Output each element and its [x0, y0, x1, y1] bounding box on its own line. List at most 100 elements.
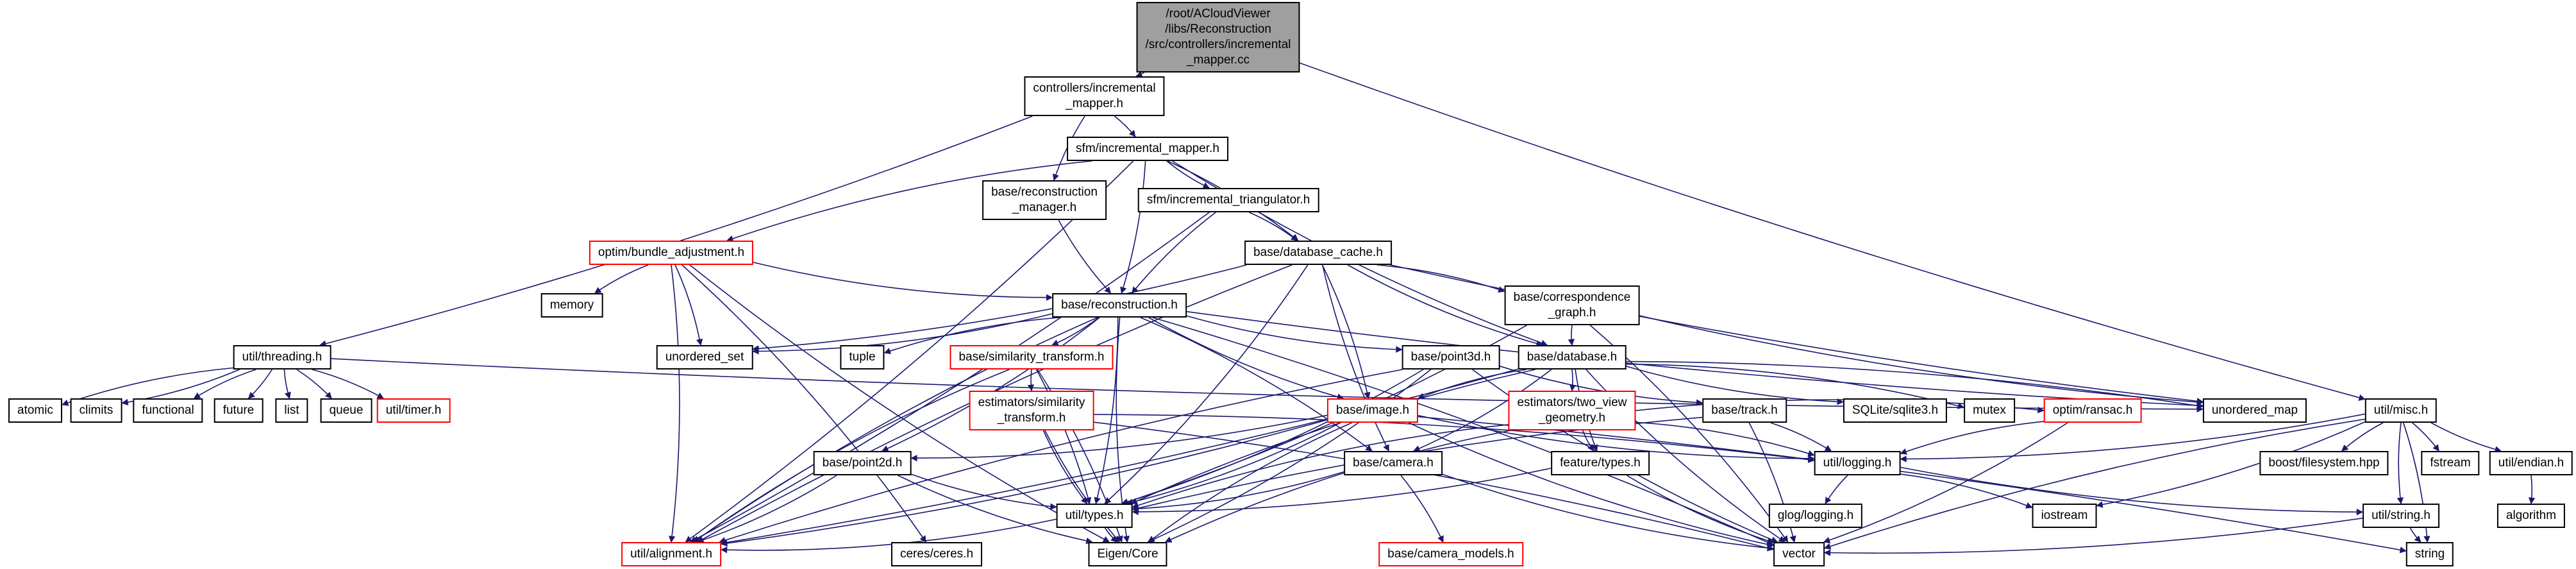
graph-node-ctrl_inc_mapper[interactable]: controllers/incremental _mapper.h [1024, 76, 1165, 116]
node-label-line: estimators/similarity [978, 396, 1085, 409]
graph-node-logging[interactable]: util/logging.h [1814, 451, 1901, 475]
node-label-line: base/track.h [1711, 403, 1778, 417]
include-edge-sim_transform-to-alignment [692, 369, 1010, 543]
include-edge-image-to-vector [1409, 422, 1775, 548]
node-label-line: future [222, 403, 255, 417]
include-edge-point3d-to-eigen [1147, 369, 1432, 543]
graph-node-image[interactable]: base/image.h [1326, 398, 1419, 423]
include-edge-database-to-image [1418, 369, 1526, 400]
node-label-line: _mapper.h [1066, 97, 1123, 110]
include-edge-logging-to-glog [1825, 475, 1848, 504]
node-label-line: optim/bundle_adjustment.h [598, 246, 745, 259]
graph-node-functional: functional [133, 398, 203, 423]
graph-node-sqlite3[interactable]: SQLite/sqlite3.h [1843, 398, 1948, 423]
node-label-line: util/threading.h [242, 350, 322, 364]
graph-node-point3d[interactable]: base/point3d.h [1401, 345, 1500, 369]
node-label: base/database_cache.h [1253, 245, 1383, 260]
graph-node-two_view_geom[interactable]: estimators/two_view_geometry.h [1508, 391, 1636, 430]
include-edge-database-to-unordered_map [1626, 361, 2204, 409]
node-label: /root/ACloudViewer/libs/Reconstruction/s… [1145, 6, 1291, 68]
include-edge-reconstruction-to-image [1148, 317, 1344, 400]
graph-node-reconstruction[interactable]: base/reconstruction.h [1052, 293, 1187, 318]
include-edge-db_cache-to-database [1347, 264, 1543, 347]
node-label: optim/ransac.h [2053, 403, 2133, 418]
graph-node-string_h[interactable]: util/string.h [2363, 504, 2439, 528]
graph-node-db_cache[interactable]: base/database_cache.h [1244, 241, 1392, 265]
graph-node-corr_graph[interactable]: base/correspondence_graph.h [1504, 285, 1640, 325]
include-edge-cc-to-ctrl_inc_mapper [1135, 71, 1145, 78]
node-label-line: _manager.h [1012, 201, 1077, 214]
include-edge-sfm_inc_tri-to-reconstruction [1132, 212, 1216, 294]
graph-node-track[interactable]: base/track.h [1702, 398, 1787, 423]
include-edge-reconstruction-to-sim_transform [1051, 317, 1100, 346]
node-label-line: util/types.h [1065, 509, 1124, 522]
graph-node-est_sim_transform[interactable]: estimators/similarity_transform.h [969, 391, 1094, 430]
include-edge-bundle_adj-to-ceres [682, 264, 926, 543]
include-edge-image-to-logging [1418, 414, 1815, 462]
node-label-line: string [2414, 547, 2445, 561]
node-label: future [223, 403, 255, 418]
graph-node-sfm_inc_tri[interactable]: sfm/incremental_triangulator.h [1137, 188, 1319, 212]
include-edge-est_sim_transform-to-eigen [1044, 430, 1120, 543]
include-edge-sim_transform-to-est_sim_transform [1027, 369, 1035, 392]
graph-node-misc[interactable]: util/misc.h [2364, 398, 2438, 423]
graph-node-threading[interactable]: util/threading.h [233, 345, 331, 369]
include-edge-threading-to-future [247, 369, 273, 399]
graph-node-endian[interactable]: util/endian.h [2489, 451, 2573, 475]
graph-node-ransac[interactable]: optim/ransac.h [2043, 398, 2142, 423]
graph-node-database[interactable]: base/database.h [1518, 345, 1627, 369]
graph-node-sfm_inc_mapper[interactable]: sfm/incremental_mapper.h [1067, 137, 1228, 161]
node-label-line: controllers/incremental [1033, 81, 1156, 95]
node-label-line: base/database_cache.h [1253, 246, 1383, 259]
graph-node-camera_models[interactable]: base/camera_models.h [1378, 542, 1523, 566]
node-label: iostream [2041, 508, 2088, 523]
node-label: algorithm [2506, 508, 2556, 523]
node-label: functional [142, 403, 194, 418]
node-label-line: optim/ransac.h [2052, 403, 2133, 417]
node-label: sfm/incremental_mapper.h [1076, 141, 1219, 157]
include-edge-cc-to-misc [1300, 62, 2366, 401]
include-edge-reconstruction-to-point3d [1186, 315, 1403, 353]
node-label-line: base/similarity_transform.h [958, 350, 1105, 364]
include-edge-point3d-to-types [1121, 369, 1424, 505]
node-label-line: util/endian.h [2498, 456, 2564, 470]
node-label: base/database.h [1527, 350, 1618, 365]
include-edge-threading-to-atomic [62, 367, 233, 406]
include-edge-bundle_adj-to-reconstruction [753, 262, 1053, 301]
graph-node-timer[interactable]: util/timer.h [376, 398, 451, 423]
node-label: memory [550, 298, 594, 313]
node-label: feature/types.h [1560, 455, 1641, 471]
graph-node-point2d[interactable]: base/point2d.h [813, 451, 912, 475]
node-label-line: util/misc.h [2373, 403, 2429, 417]
node-label: Eigen/Core [1097, 547, 1158, 562]
graph-node-camera[interactable]: base/camera.h [1344, 451, 1443, 475]
graph-node-alignment[interactable]: util/alignment.h [621, 542, 721, 566]
node-label-line: /libs/Reconstruction [1165, 22, 1271, 36]
node-label-line: util/logging.h [1823, 456, 1892, 470]
include-edge-image-to-point2d [910, 414, 1328, 462]
include-edge-sfm_inc_mapper-to-sfm_inc_tri [1166, 160, 1210, 189]
graph-node-recon_manager[interactable]: base/reconstruction_manager.h [982, 180, 1107, 220]
graph-node-algorithm: algorithm [2497, 504, 2566, 528]
node-label: base/reconstruction_manager.h [991, 185, 1098, 216]
graph-node-feature_types[interactable]: feature/types.h [1551, 451, 1650, 475]
node-label: tuple [849, 350, 875, 365]
graph-node-types[interactable]: util/types.h [1056, 504, 1133, 528]
graph-node-sim_transform[interactable]: base/similarity_transform.h [949, 345, 1114, 369]
node-label-line: iostream [2041, 509, 2088, 522]
node-label-line: _mapper.cc [1186, 53, 1250, 67]
include-edge-reconstruction-to-unordered_set [752, 313, 1053, 355]
node-label-line: list [284, 403, 299, 417]
graph-node-bundle_adj[interactable]: optim/bundle_adjustment.h [589, 241, 754, 265]
graph-node-future: future [213, 398, 263, 423]
graph-node-unordered_map: unordered_map [2202, 398, 2307, 423]
graph-node-string: string [2405, 542, 2454, 566]
include-edge-db_cache-to-image [1321, 264, 1371, 400]
include-edge-logging-to-string_h [1900, 466, 2364, 516]
include-edge-threading-to-timer [312, 369, 385, 399]
include-edge-point2d-to-eigen [898, 475, 1093, 545]
node-label: util/timer.h [386, 403, 442, 418]
graph-node-list: list [275, 398, 308, 423]
include-edge-image-to-types [1126, 422, 1341, 505]
include-edge-string_h-to-vector [1823, 518, 2363, 556]
